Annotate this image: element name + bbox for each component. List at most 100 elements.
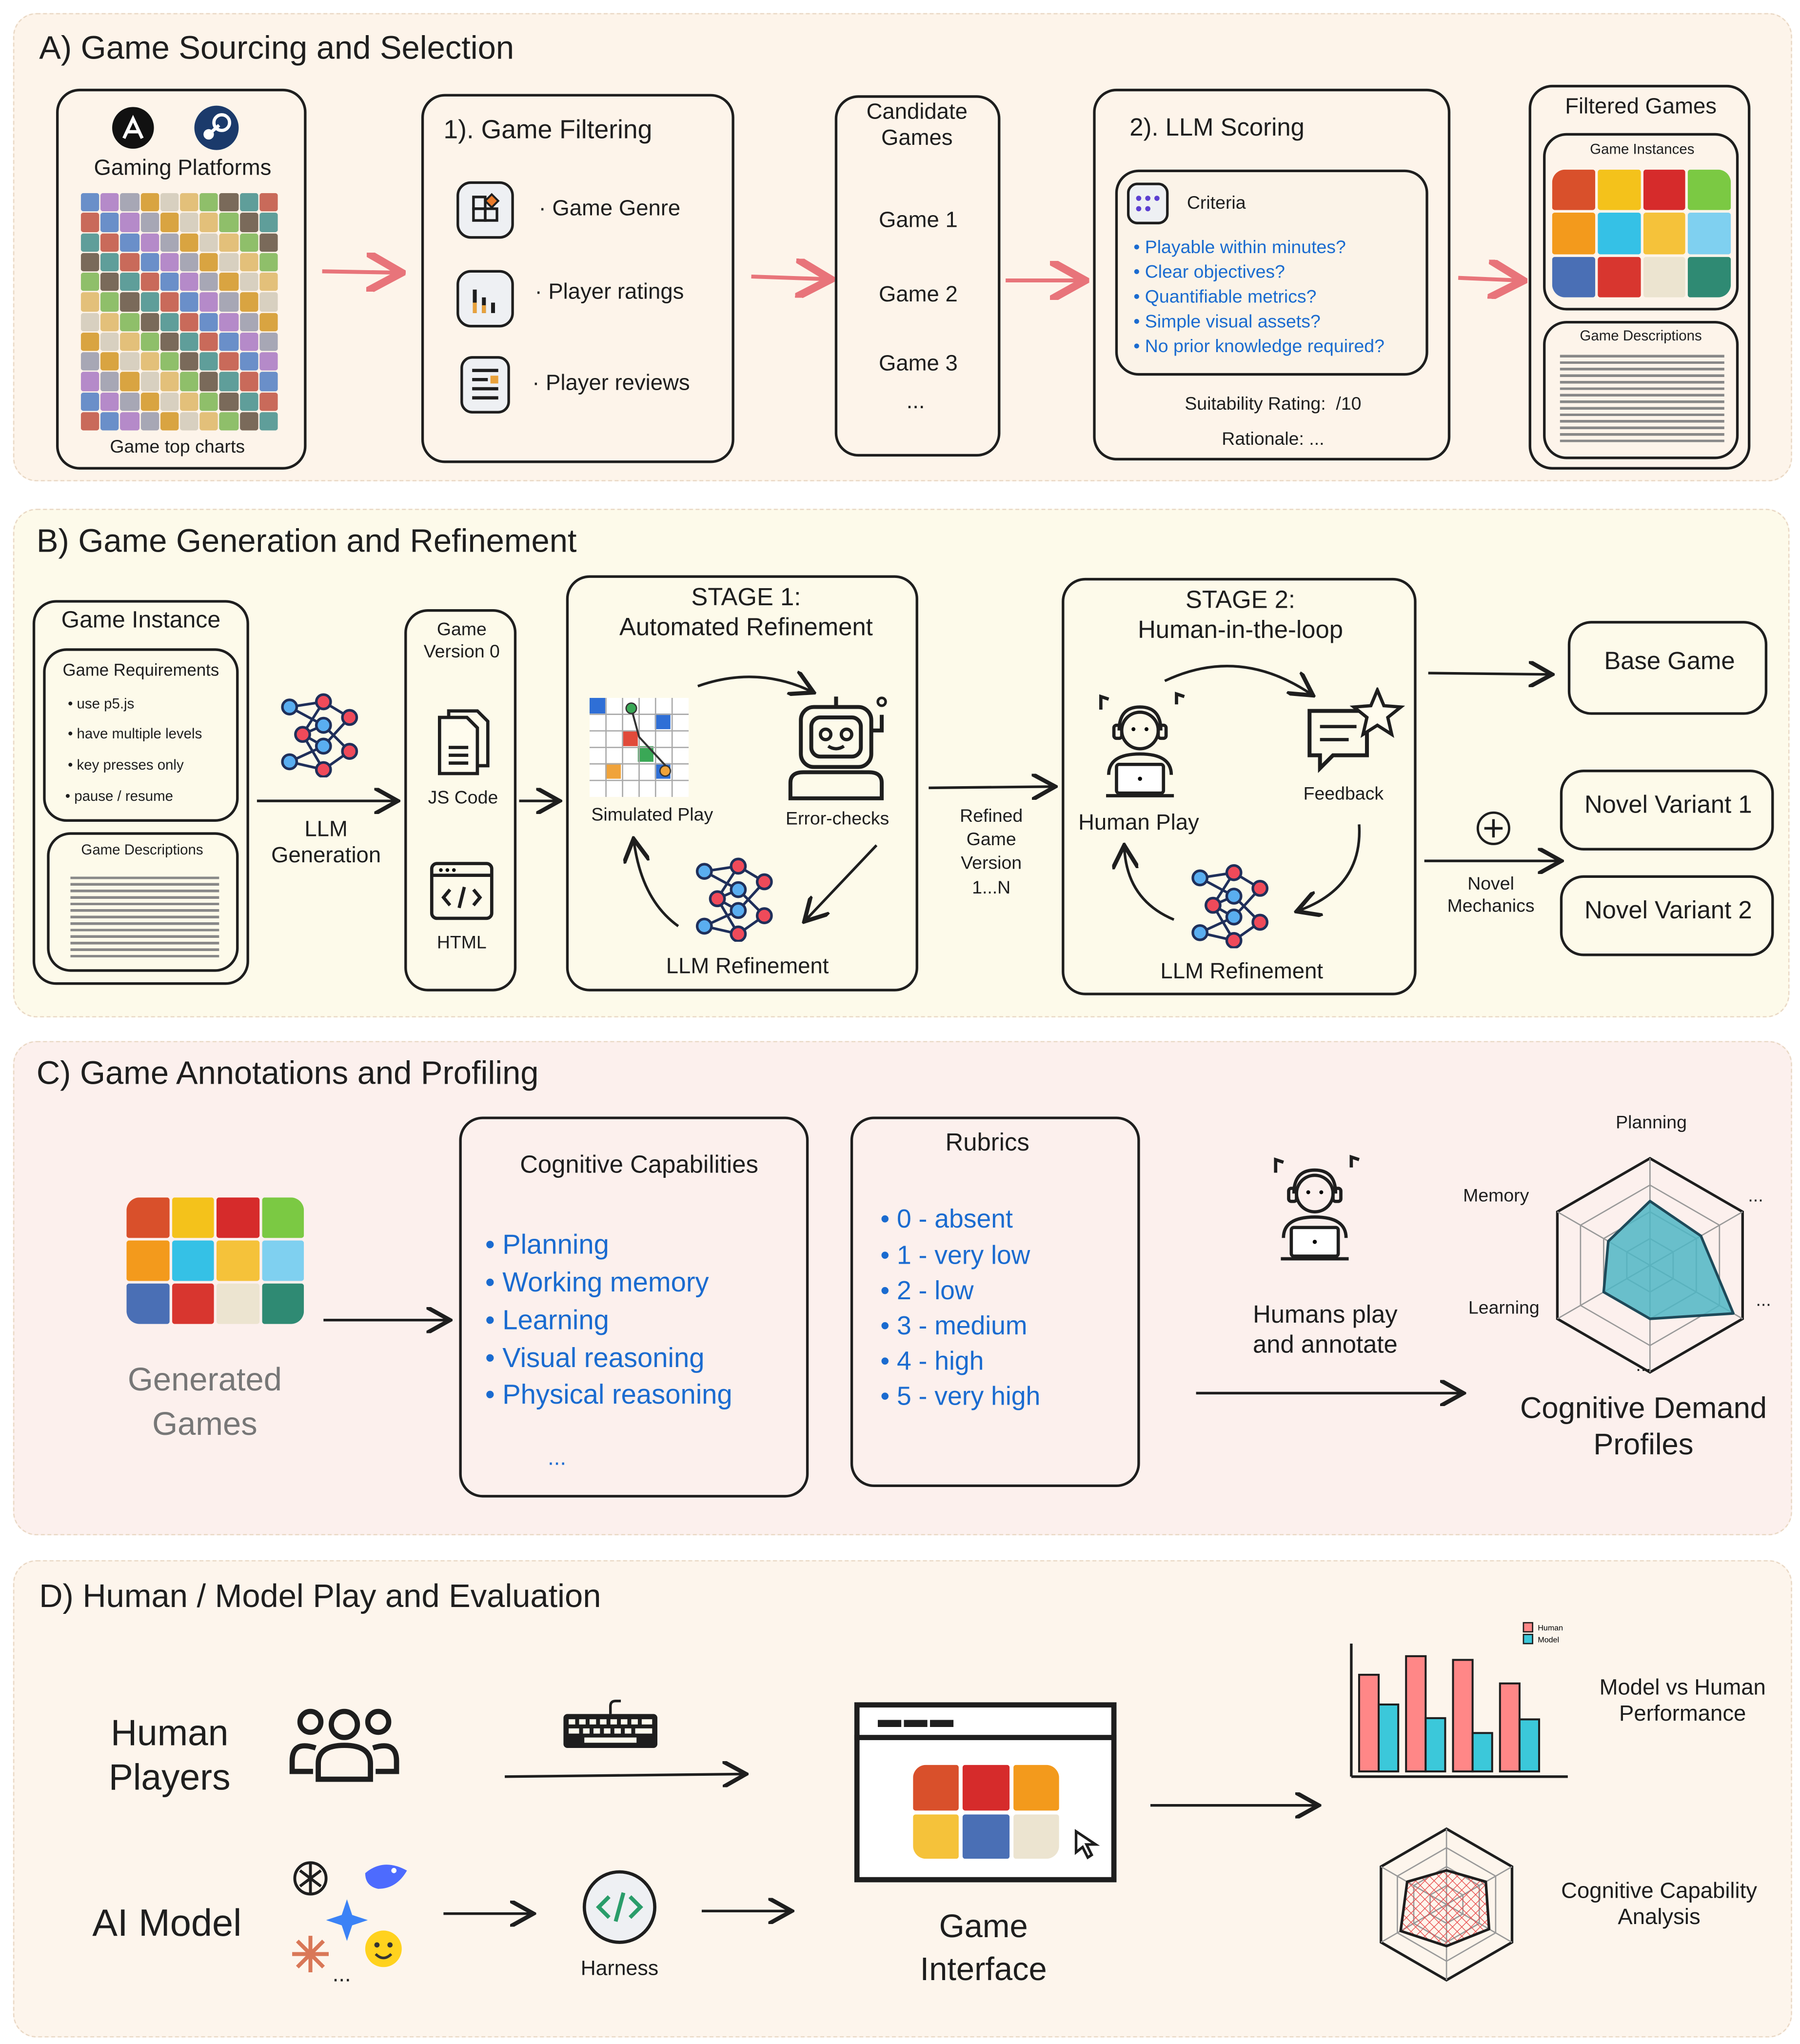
bar-model — [1378, 1703, 1400, 1773]
novel-mechanics-label: Novel Mechanics — [1447, 873, 1535, 916]
description-text-lines — [1560, 355, 1724, 444]
game-requirements-title: Game Requirements — [62, 660, 219, 680]
capability-working-memory: • Working memory — [485, 1268, 709, 1298]
description-text-lines-b — [70, 876, 219, 958]
llm-generation-label: LLM Generation — [271, 816, 381, 868]
network-node — [1251, 913, 1269, 931]
top-chart-tile — [140, 312, 159, 331]
top-chart-tile — [120, 312, 139, 331]
network-node — [341, 709, 358, 726]
network-node — [695, 917, 713, 935]
top-chart-tile — [259, 272, 278, 292]
capability-more: ... — [548, 1445, 567, 1470]
game-top-charts-mosaic — [80, 193, 278, 431]
game-tile — [1642, 256, 1686, 298]
ai-model-label: AI Model — [92, 1903, 242, 1945]
game-tile — [1597, 213, 1641, 254]
top-chart-tile — [180, 392, 199, 411]
section-c-title: C) Game Annotations and Profiling — [36, 1055, 539, 1092]
game-tile — [1013, 1765, 1059, 1810]
novel-variant-2-box — [1560, 875, 1774, 956]
top-chart-tile — [120, 213, 139, 232]
base-game-label: Base Game — [1604, 648, 1735, 676]
generated-games-label: Generated Games — [127, 1362, 282, 1443]
game-interface-thumbnails — [913, 1765, 1059, 1859]
top-chart-tile — [259, 372, 278, 391]
rubric-3: • 3 - medium — [880, 1312, 1028, 1341]
dice-icon — [1127, 182, 1169, 225]
top-chart-tile — [219, 372, 238, 391]
people-group-icon — [289, 1708, 399, 1782]
network-node — [281, 698, 298, 716]
top-chart-tile — [140, 412, 159, 431]
stage-1-llm-refinement-label: LLM Refinement — [666, 953, 829, 978]
top-chart-tile — [140, 272, 159, 292]
network-node — [1225, 908, 1243, 926]
top-chart-tile — [180, 213, 199, 232]
bar-human — [1499, 1682, 1521, 1773]
feedback-icon — [1307, 687, 1405, 774]
top-chart-tile — [199, 193, 218, 212]
top-chart-tile — [160, 352, 179, 371]
top-chart-tile — [80, 213, 99, 232]
network-node — [315, 737, 332, 755]
filtered-games-box — [1528, 84, 1751, 470]
top-chart-tile — [140, 392, 159, 411]
requirement-2: • have multiple levels — [68, 726, 202, 742]
top-chart-tile — [180, 352, 199, 371]
top-chart-tile — [140, 352, 159, 371]
llm-scoring-title: 2). LLM Scoring — [1129, 115, 1305, 142]
bar-model — [1518, 1718, 1541, 1773]
rubrics-title: Rubrics — [945, 1130, 1029, 1157]
capability-learning: • Learning — [485, 1306, 609, 1336]
radar-label-more-2: ... — [1756, 1289, 1771, 1310]
feedback-label: Feedback — [1303, 782, 1384, 804]
top-chart-tile — [259, 392, 278, 411]
top-chart-tile — [80, 332, 99, 351]
criterion-5: • No prior knowledge required? — [1133, 335, 1385, 357]
game-tile — [261, 1197, 304, 1238]
performance-label: Model vs Human Performance — [1599, 1675, 1766, 1726]
top-chart-tile — [120, 352, 139, 371]
network-node — [1251, 880, 1269, 897]
network-node — [315, 716, 332, 734]
top-chart-tile — [180, 272, 199, 292]
criterion-4: • Simple visual assets? — [1133, 310, 1321, 332]
top-chart-tile — [120, 272, 139, 292]
top-chart-tile — [180, 332, 199, 351]
top-chart-tile — [100, 253, 119, 272]
capability-planning: • Planning — [485, 1230, 609, 1260]
top-chart-tile — [100, 292, 119, 311]
candidate-more: ... — [906, 389, 925, 414]
harness-code-icon — [582, 1870, 656, 1944]
top-chart-tile — [199, 332, 218, 351]
stage-2-network-icon — [1191, 864, 1269, 949]
rubric-2: • 2 - low — [880, 1277, 974, 1306]
top-chart-tile — [259, 352, 278, 371]
top-chart-tile — [120, 233, 139, 252]
legend-swatch-human — [1523, 1622, 1533, 1633]
game-tile — [216, 1283, 259, 1324]
top-chart-tile — [199, 392, 218, 411]
game-descriptions-box-b — [47, 832, 239, 972]
radar-label-more-1: ... — [1748, 1184, 1763, 1206]
top-chart-tile — [239, 253, 258, 272]
top-chart-tile — [100, 332, 119, 351]
top-chart-tile — [80, 392, 99, 411]
top-chart-tile — [199, 412, 218, 431]
refined-game-version-label: Refined Game Version 1...N — [960, 805, 1023, 897]
criterion-3: • Quantifiable metrics? — [1133, 285, 1317, 307]
filter-player-ratings: · Player ratings — [534, 279, 684, 304]
network-node — [695, 863, 713, 880]
game-version-0-box — [404, 609, 517, 992]
network-node — [281, 753, 298, 771]
criterion-2: • Clear objectives? — [1133, 260, 1285, 282]
top-chart-tile — [219, 412, 238, 431]
humans-annotate-label: Humans play and annotate — [1253, 1302, 1398, 1359]
top-chart-tile — [160, 312, 179, 331]
network-node — [1191, 869, 1209, 887]
network-node — [341, 743, 358, 760]
js-code-label: JS Code — [428, 786, 498, 808]
game-descriptions-label: Game Descriptions — [1580, 328, 1702, 345]
top-chart-tile — [80, 312, 99, 331]
